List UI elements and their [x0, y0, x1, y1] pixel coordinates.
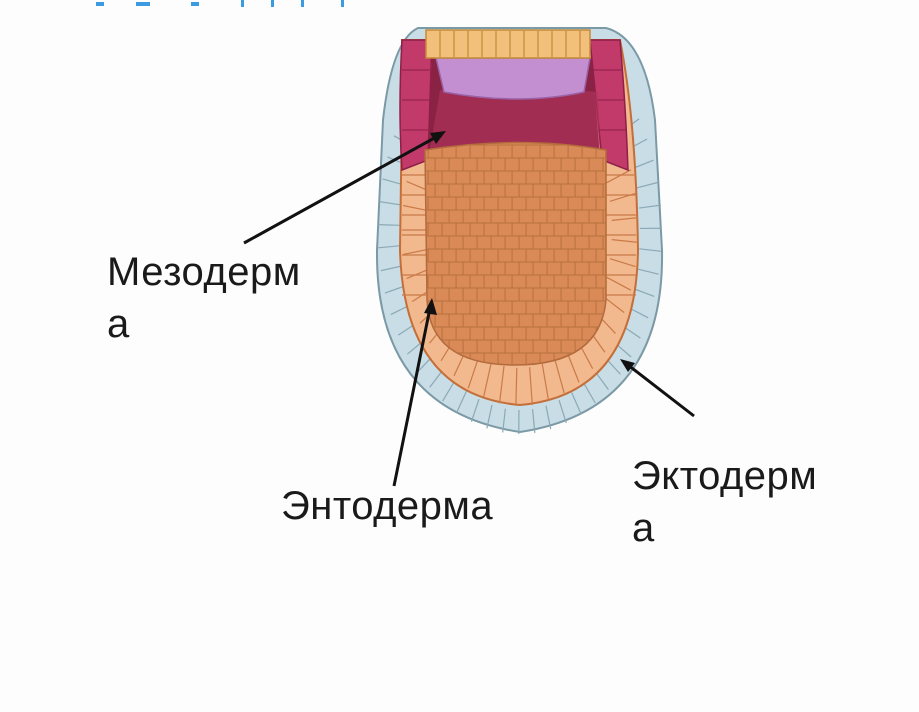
- ectoderm-label: Эктодерм а: [632, 450, 817, 554]
- mesoderm-label-line-1: Мезодерм: [107, 246, 301, 298]
- ectoderm-label-line-2: а: [632, 502, 817, 554]
- ectoderm-arrow: [628, 365, 694, 416]
- mesoderm-label-line-2: а: [107, 298, 301, 350]
- blastopore-lip: [436, 58, 590, 99]
- yolk-mass: [420, 143, 610, 380]
- ectoderm-label-line-1: Эктодерм: [632, 450, 817, 502]
- endoderm-label-line-1: Энтодерма: [281, 480, 493, 532]
- endoderm-label: Энтодерма: [281, 480, 493, 532]
- top-cell-band: [426, 30, 590, 58]
- mesoderm-label: Мезодерм а: [107, 246, 301, 350]
